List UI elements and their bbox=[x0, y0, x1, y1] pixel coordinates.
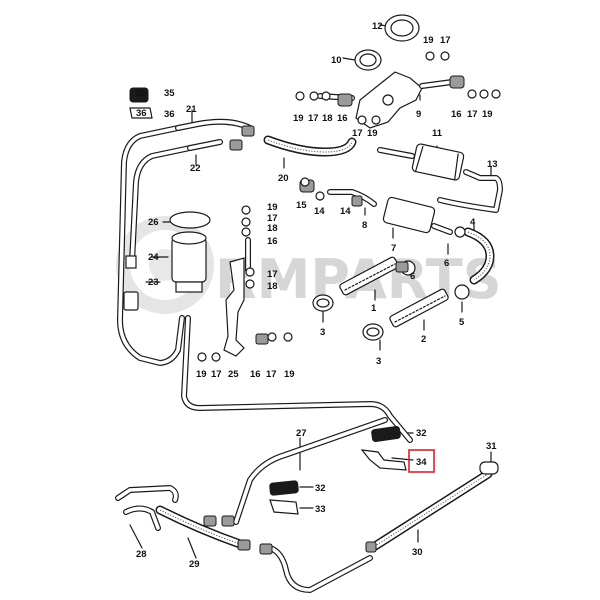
callout-14b: 14 bbox=[340, 206, 351, 217]
callout-17b: 17 bbox=[308, 113, 319, 124]
callout-17e: 17 bbox=[267, 213, 278, 224]
fuel-filter bbox=[377, 143, 503, 213]
callout-31: 31 bbox=[486, 441, 497, 452]
callout-19f: 19 bbox=[196, 369, 207, 380]
callout-9: 9 bbox=[416, 109, 421, 120]
callout-27: 27 bbox=[296, 428, 307, 439]
callout-19d: 19 bbox=[482, 109, 493, 120]
callout-1: 1 bbox=[371, 303, 377, 314]
callout-19c: 19 bbox=[367, 128, 378, 139]
callout-16c: 16 bbox=[267, 236, 278, 247]
callout-24: 24 bbox=[148, 252, 159, 263]
hoses bbox=[155, 135, 495, 553]
callout-7: 7 bbox=[391, 243, 396, 254]
left-fuel-lines bbox=[117, 118, 413, 443]
bracket-and-clamps bbox=[317, 14, 455, 129]
callout-19b: 19 bbox=[293, 113, 304, 124]
callout-3a: 3 bbox=[320, 327, 325, 338]
callout-17f: 17 bbox=[267, 269, 278, 280]
callout-11: 11 bbox=[432, 128, 443, 139]
callout-19e: 19 bbox=[267, 202, 278, 213]
callout-19a: 19 bbox=[423, 35, 434, 46]
bracket-25 bbox=[223, 237, 251, 357]
callout-17c: 17 bbox=[352, 128, 363, 139]
callout-15: 15 bbox=[296, 200, 307, 211]
callout-18c: 18 bbox=[267, 281, 278, 292]
callout-17a: 17 bbox=[440, 35, 451, 46]
callout-36-num: 36 bbox=[164, 109, 175, 120]
callout-6a: 6 bbox=[444, 258, 449, 269]
callout-20: 20 bbox=[278, 173, 289, 184]
callout-6b: 6 bbox=[410, 271, 415, 282]
callout-35-num: 35 bbox=[164, 88, 175, 99]
callout-12: 12 bbox=[372, 21, 383, 32]
callout-36: 36 bbox=[136, 108, 147, 119]
bottom-fuel-lines bbox=[115, 417, 388, 593]
callout-5: 5 bbox=[459, 317, 465, 328]
callout-17g: 17 bbox=[211, 369, 222, 380]
callout-3b: 3 bbox=[376, 356, 381, 367]
callout-17d: 17 bbox=[467, 109, 478, 120]
callout-33: 33 bbox=[315, 504, 326, 515]
line-clips bbox=[129, 87, 499, 515]
callout-26: 26 bbox=[148, 217, 159, 228]
callout-16b: 16 bbox=[451, 109, 462, 120]
callout-2: 2 bbox=[421, 334, 426, 345]
callout-28: 28 bbox=[136, 549, 147, 560]
callout-labels: 12 10 19 17 35 36 35 36 21 22 19 17 18 1… bbox=[136, 21, 498, 570]
callout-17-late: 17 bbox=[266, 369, 277, 380]
callout-29: 29 bbox=[189, 559, 200, 570]
callout-16a: 16 bbox=[337, 113, 348, 124]
small-fittings bbox=[197, 51, 501, 555]
highlight-box-34 bbox=[408, 449, 435, 473]
fuel-pump bbox=[327, 189, 466, 238]
callout-19g: 19 bbox=[284, 369, 295, 380]
callout-13: 13 bbox=[487, 159, 498, 170]
callout-8: 8 bbox=[362, 220, 367, 231]
callout-4: 4 bbox=[470, 217, 476, 228]
callout-16d: 16 bbox=[250, 369, 261, 380]
fuel-accumulator bbox=[123, 211, 211, 311]
callout-34: 34 bbox=[416, 457, 427, 468]
callout-32a: 32 bbox=[416, 428, 427, 439]
callout-32b: 32 bbox=[315, 483, 326, 494]
callout-30: 30 bbox=[412, 547, 423, 558]
callout-21: 21 bbox=[186, 104, 197, 115]
callout-14a: 14 bbox=[314, 206, 325, 217]
callout-10: 10 bbox=[331, 55, 342, 66]
callout-18b: 18 bbox=[267, 223, 278, 234]
callout-23: 23 bbox=[148, 277, 159, 288]
callout-18a: 18 bbox=[322, 113, 333, 124]
callout-22: 22 bbox=[190, 163, 201, 174]
callout-25: 25 bbox=[228, 369, 239, 380]
callout-35: 35 bbox=[136, 88, 147, 99]
